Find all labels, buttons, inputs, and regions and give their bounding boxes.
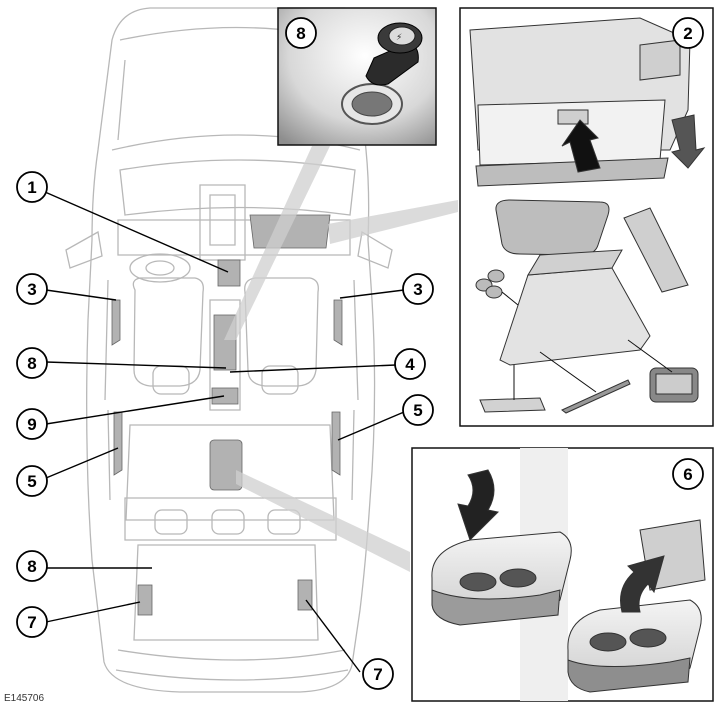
leader-7-left (45, 601, 141, 623)
vehicle-stowage-highlights (111, 214, 343, 616)
svg-text:8: 8 (27, 354, 36, 373)
leader-1 (44, 191, 229, 273)
callout-9: 9 (16, 408, 48, 440)
callout-4: 4 (394, 348, 426, 380)
open-arrow-icon (561, 119, 601, 173)
leader-7-right (305, 599, 361, 673)
callout-1: 1 (16, 171, 48, 203)
svg-text:⚡: ⚡ (396, 33, 402, 43)
svg-text:4: 4 (405, 355, 415, 374)
callout-6: 6 (672, 458, 704, 490)
svg-text:7: 7 (27, 613, 36, 632)
leader-lines (44, 191, 405, 673)
svg-text:5: 5 (27, 472, 36, 491)
callout-8-mid: 8 (16, 347, 48, 379)
leader-9 (45, 395, 225, 425)
svg-text:3: 3 (413, 280, 422, 299)
rear-door-pocket-left (113, 411, 123, 476)
rear-door-pocket-right (331, 411, 341, 476)
projection-2 (328, 200, 458, 244)
lid-down-arrow-icon (671, 114, 706, 169)
front-door-pocket-right (333, 299, 343, 346)
load-space-left-stowage (137, 584, 153, 616)
power-socket-highlight (217, 259, 241, 287)
inset-cupholder-armrest (411, 447, 714, 702)
callout-2: 2 (672, 17, 704, 49)
glovebox-insert-part (623, 207, 689, 293)
svg-text:6: 6 (683, 465, 692, 484)
svg-text:1: 1 (27, 178, 36, 197)
svg-text:5: 5 (413, 401, 422, 420)
svg-text:9: 9 (27, 415, 36, 434)
callout-3-right: 3 (402, 273, 434, 305)
fold-down-arrow-icon (457, 469, 500, 541)
leader-8-mid (45, 361, 227, 369)
callout-8-low: 8 (16, 550, 48, 582)
callout-5-left: 5 (16, 465, 48, 497)
callout-5-right: 5 (402, 394, 434, 426)
svg-text:8: 8 (296, 24, 305, 43)
armrest-highlight (209, 439, 243, 491)
lift-up-arrow-icon (620, 555, 665, 613)
callout-7-left: 7 (16, 606, 48, 638)
inset-projections (224, 146, 458, 572)
leader-3-left (45, 289, 117, 301)
callout-3-left: 3 (16, 273, 48, 305)
card-part (479, 397, 546, 413)
callout-7-right: 7 (362, 658, 394, 690)
leader-5-right (337, 411, 405, 441)
pen-part (561, 379, 631, 414)
inset-glovebox (459, 7, 714, 427)
projection-8 (224, 146, 330, 340)
rear-console-highlight (211, 387, 239, 405)
projection-6 (236, 470, 410, 572)
glovebox-lid-part (495, 199, 610, 256)
svg-text:7: 7 (373, 665, 382, 684)
callout-8-inset: 8 (285, 17, 317, 49)
svg-text:2: 2 (683, 24, 692, 43)
leader-5-left (45, 447, 119, 479)
figure-code: E145706 (4, 693, 45, 704)
front-door-pocket-left (111, 299, 121, 346)
leader-3-right (339, 289, 405, 299)
leader-4 (229, 364, 397, 373)
svg-text:3: 3 (27, 280, 36, 299)
svg-text:8: 8 (27, 557, 36, 576)
callouts: 1 2 3 3 4 5 5 6 7 7 8 8 8 9 (16, 17, 704, 690)
